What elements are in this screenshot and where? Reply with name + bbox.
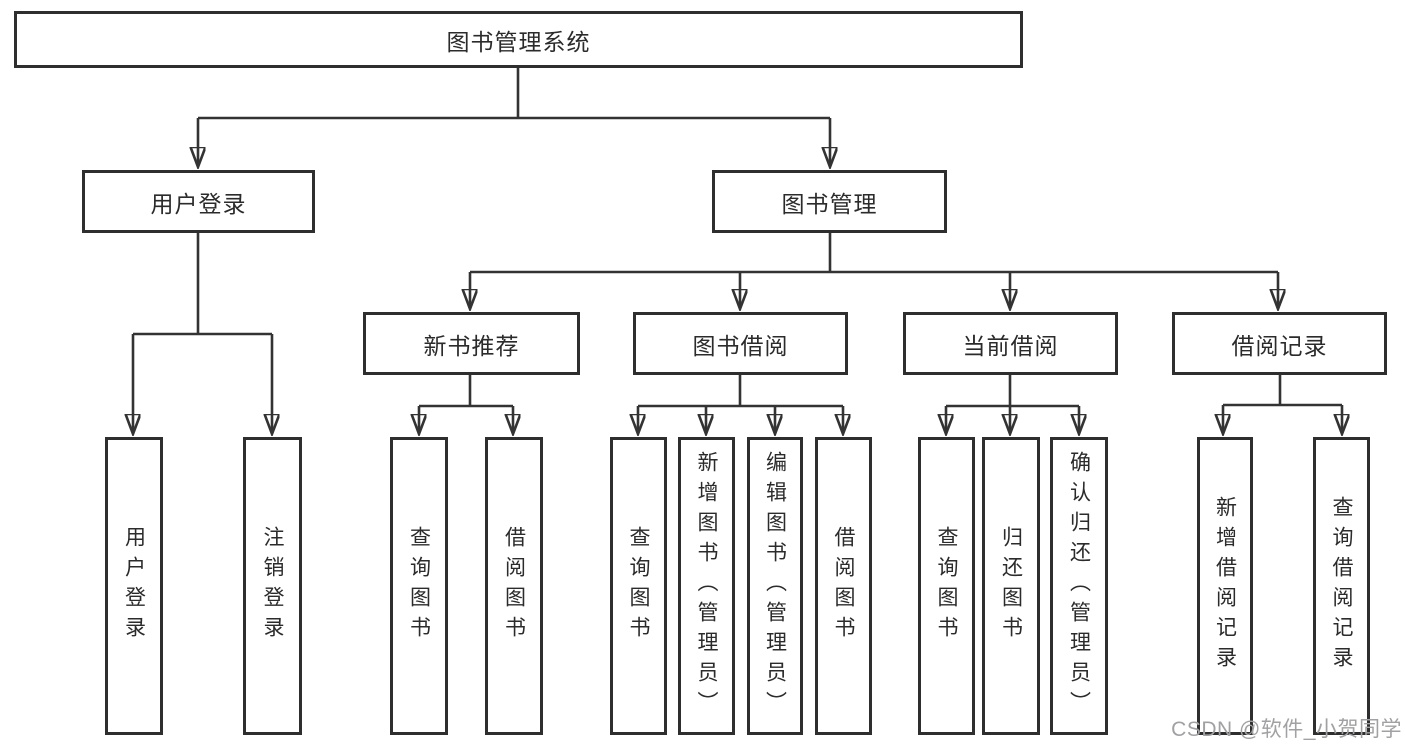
leaf-bb-add-books-admin-label: 新增图书（管理员） bbox=[695, 451, 718, 721]
leaf-cb-return-books: 归还图书 bbox=[982, 437, 1040, 735]
leaf-bb-borrow-books: 借阅图书 bbox=[815, 437, 872, 735]
leaf-bb-query-books-label: 查询图书 bbox=[627, 526, 650, 646]
leaf-nb-borrow-books-label: 借阅图书 bbox=[502, 526, 526, 646]
node-new-book-recommend-label: 新书推荐 bbox=[423, 332, 520, 359]
leaf-rec-add-record-label: 新增借阅记录 bbox=[1213, 496, 1237, 676]
leaf-rec-query-record-label: 查询借阅记录 bbox=[1330, 496, 1353, 676]
leaf-bb-add-books-admin: 新增图书（管理员） bbox=[678, 437, 735, 735]
node-current-borrow-label: 当前借阅 bbox=[962, 332, 1059, 359]
leaf-rec-add-record: 新增借阅记录 bbox=[1197, 437, 1253, 735]
leaf-cb-query-books-label: 查询图书 bbox=[935, 526, 958, 646]
leaf-cb-return-books-label: 归还图书 bbox=[999, 526, 1023, 646]
node-user-login-label: 用户登录 bbox=[150, 190, 247, 217]
leaf-bb-edit-books-admin: 编辑图书（管理员） bbox=[747, 437, 803, 735]
leaf-logout-login: 注销登录 bbox=[243, 437, 302, 735]
node-book-borrow: 图书借阅 bbox=[633, 312, 848, 375]
leaf-rec-query-record: 查询借阅记录 bbox=[1313, 437, 1370, 735]
leaf-cb-query-books: 查询图书 bbox=[918, 437, 975, 735]
node-root: 图书管理系统 bbox=[14, 11, 1023, 68]
node-current-borrow: 当前借阅 bbox=[903, 312, 1118, 375]
leaf-logout-login-label: 注销登录 bbox=[261, 526, 284, 646]
leaf-bb-query-books: 查询图书 bbox=[610, 437, 667, 735]
node-book-management: 图书管理 bbox=[712, 170, 947, 233]
node-borrow-records-label: 借阅记录 bbox=[1231, 332, 1328, 359]
node-borrow-records: 借阅记录 bbox=[1172, 312, 1387, 375]
csdn-watermark: CSDN @软件_小贺同学 bbox=[1171, 718, 1402, 741]
node-user-login: 用户登录 bbox=[82, 170, 315, 233]
leaf-bb-edit-books-admin-label: 编辑图书（管理员） bbox=[763, 451, 787, 721]
leaf-user-login-label: 用户登录 bbox=[122, 526, 146, 646]
node-book-management-label: 图书管理 bbox=[781, 190, 878, 217]
leaf-nb-borrow-books: 借阅图书 bbox=[485, 437, 543, 735]
node-new-book-recommend: 新书推荐 bbox=[363, 312, 580, 375]
leaf-cb-confirm-return-admin: 确认归还（管理员） bbox=[1050, 437, 1108, 735]
node-book-borrow-label: 图书借阅 bbox=[692, 332, 789, 359]
leaf-bb-borrow-books-label: 借阅图书 bbox=[832, 526, 855, 646]
leaf-nb-query-books-label: 查询图书 bbox=[407, 526, 431, 646]
leaf-user-login: 用户登录 bbox=[105, 437, 163, 735]
node-root-label: 图书管理系统 bbox=[446, 28, 591, 55]
leaf-cb-confirm-return-admin-label: 确认归还（管理员） bbox=[1067, 451, 1091, 721]
leaf-nb-query-books: 查询图书 bbox=[390, 437, 448, 735]
